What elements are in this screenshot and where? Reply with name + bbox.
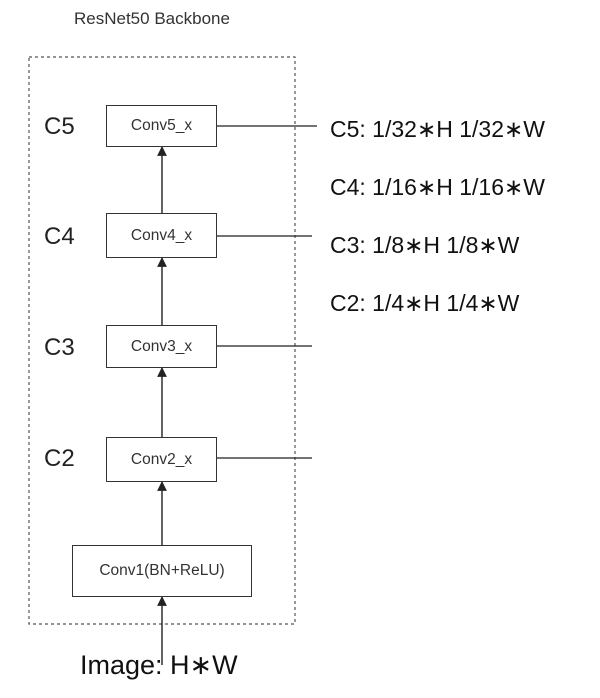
- stage-label-c4: C4: [44, 223, 75, 250]
- diagram-title: ResNet50 Backbone: [74, 9, 230, 28]
- conv5-block: Conv5_x: [106, 105, 217, 147]
- resolution-c5: C5: 1/32∗H 1/32∗W: [330, 116, 545, 142]
- stage-label-c3: C3: [44, 334, 75, 361]
- resolution-c2: C2: 1/4∗H 1/4∗W: [330, 290, 520, 316]
- conv2-block: Conv2_x: [106, 437, 217, 482]
- resolution-c4: C4: 1/16∗H 1/16∗W: [330, 174, 545, 200]
- stage-label-c2: C2: [44, 445, 75, 472]
- resolution-c3: C3: 1/8∗H 1/8∗W: [330, 232, 520, 258]
- stage-label-c5: C5: [44, 113, 75, 140]
- conv4-block: Conv4_x: [106, 213, 217, 258]
- conv1-stem-block: Conv1(BN+ReLU): [72, 545, 252, 597]
- conv3-block: Conv3_x: [106, 325, 217, 368]
- input-image-label: Image: H∗W: [80, 650, 238, 680]
